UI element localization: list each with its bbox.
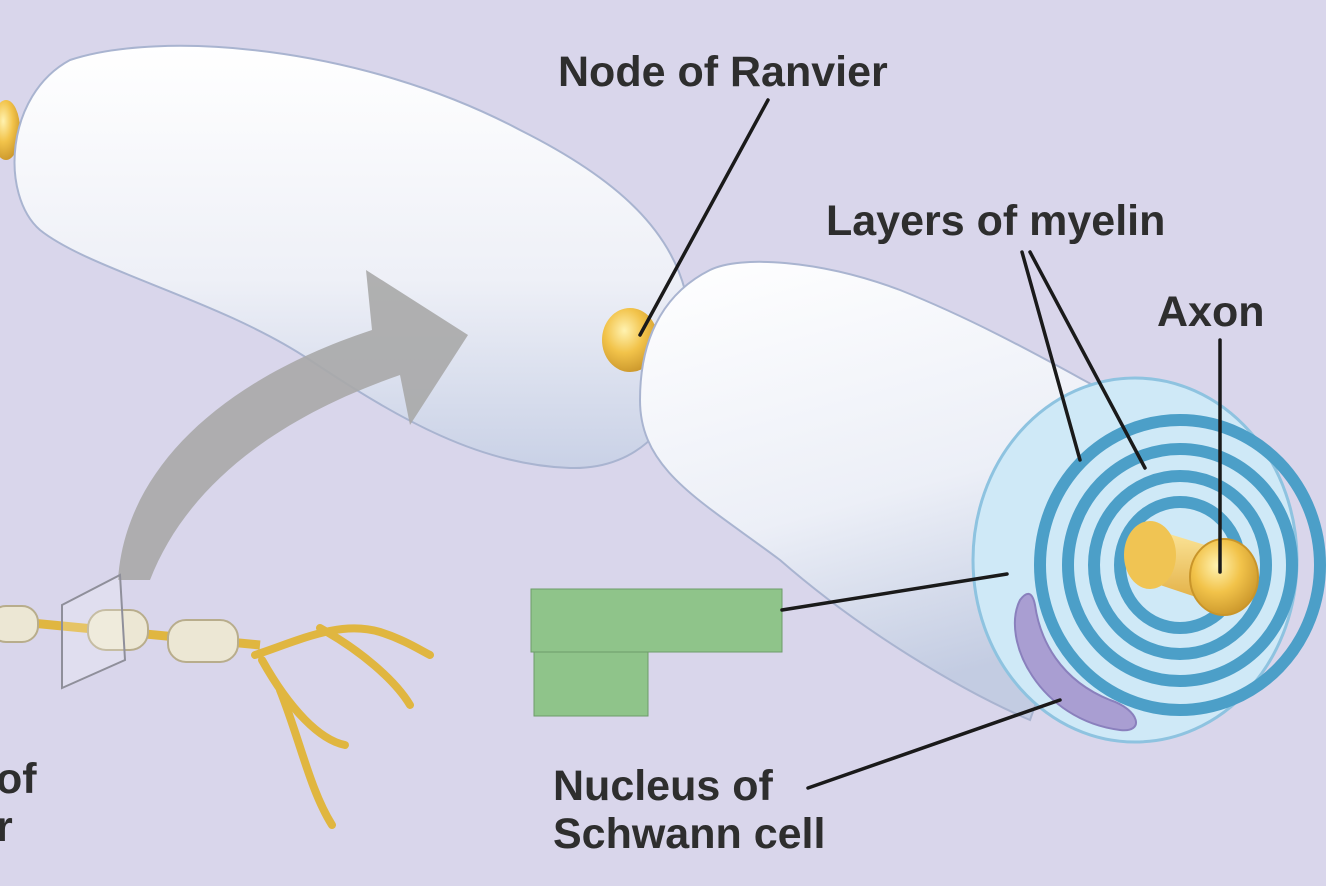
- small-neuron: [0, 573, 434, 829]
- label-partial-line-1: of: [0, 755, 37, 803]
- leader-nucleus: [806, 698, 1062, 790]
- axon-end: [1189, 538, 1259, 616]
- label-layers-of-myelin: Layers of myelin: [826, 197, 1166, 245]
- label-nucleus-line-1: Nucleus of: [553, 762, 773, 810]
- label-partial-line-2: r: [0, 803, 13, 851]
- leader-layers-1: [1020, 250, 1082, 462]
- nucleus-of-schwann-cell: [1014, 592, 1137, 732]
- magnified-region-box: [61, 573, 127, 690]
- leader-hidden-label: [780, 572, 1009, 612]
- leader-node-of-ranvier: [638, 98, 770, 337]
- hidden-label-box-1: [530, 588, 783, 653]
- label-node-of-ranvier: Node of Ranvier: [558, 48, 888, 96]
- axon: [1124, 521, 1259, 616]
- leader-layers-2: [1028, 250, 1147, 470]
- myelin-segment-left: [0, 44, 692, 470]
- label-axon: Axon: [1157, 288, 1265, 336]
- hidden-label-box-2: [533, 651, 649, 717]
- label-nucleus-line-2: Schwann cell: [553, 810, 826, 858]
- leader-lines: [638, 98, 1222, 790]
- label-partial-left: of r: [0, 755, 37, 851]
- label-nucleus-of-schwann-cell: Nucleus of Schwann cell: [553, 762, 825, 858]
- magnify-arrow: [118, 270, 468, 580]
